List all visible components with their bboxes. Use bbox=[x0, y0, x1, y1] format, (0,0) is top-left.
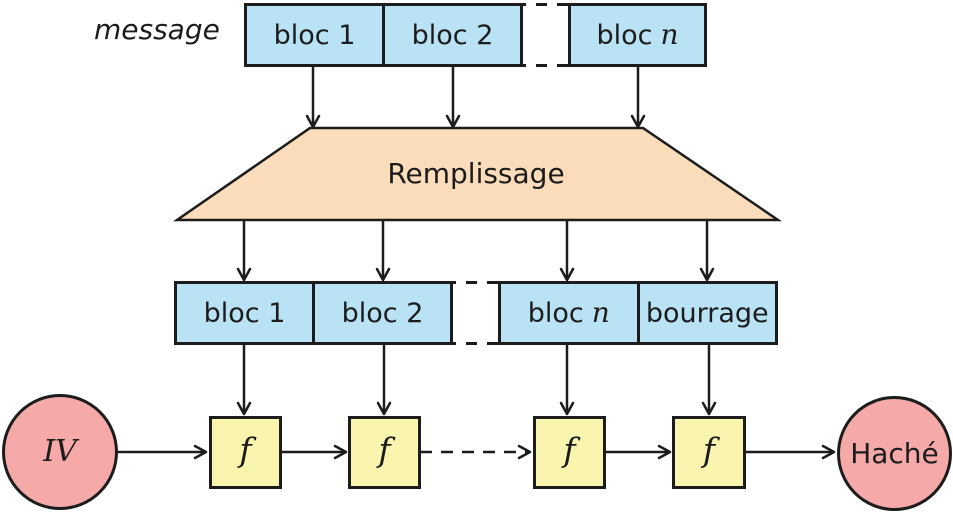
padding-trapezoid bbox=[172, 126, 783, 222]
iv-label: IV bbox=[43, 434, 77, 469]
compression-f-3: f bbox=[533, 416, 606, 489]
block-label: bloc bbox=[596, 19, 653, 51]
padded-block-1: bloc 1 bbox=[177, 284, 312, 342]
hash-node: Haché bbox=[837, 396, 952, 511]
padded-blocks-end-group: bloc n bourrage bbox=[498, 281, 778, 345]
block-label: bloc 1 bbox=[203, 297, 286, 329]
block-label: bourrage bbox=[645, 297, 769, 329]
block-n-variable: n bbox=[660, 18, 679, 51]
compression-f-4: f bbox=[672, 416, 746, 489]
padded-block-2: bloc 2 bbox=[312, 284, 450, 342]
compression-f-2: f bbox=[348, 416, 421, 489]
block-label: bloc bbox=[527, 297, 584, 329]
f-label: f bbox=[239, 430, 252, 469]
f-label: f bbox=[378, 430, 391, 469]
compression-f-1: f bbox=[209, 416, 282, 489]
padded-block-bourrage: bourrage bbox=[636, 284, 776, 342]
message-label: message bbox=[94, 13, 220, 46]
message-block-n: bloc n bbox=[568, 3, 707, 67]
padding-label: Remplissage bbox=[387, 157, 565, 190]
iv-node: IV bbox=[2, 394, 118, 510]
padded-block-n: bloc n bbox=[501, 284, 637, 342]
hash-label: Haché bbox=[850, 436, 939, 470]
message-block-1: bloc 1 bbox=[247, 6, 382, 64]
block-label: bloc 1 bbox=[273, 19, 356, 51]
block-n-variable: n bbox=[591, 296, 610, 329]
padded-blocks-group: bloc 1 bloc 2 bbox=[174, 281, 453, 345]
message-blocks-group: bloc 1 bloc 2 bbox=[244, 3, 523, 67]
f-label: f bbox=[563, 430, 576, 469]
message-block-2: bloc 2 bbox=[382, 6, 520, 64]
block-label: bloc 2 bbox=[341, 297, 424, 329]
block-label: bloc 2 bbox=[411, 19, 494, 51]
f-label: f bbox=[702, 430, 716, 469]
